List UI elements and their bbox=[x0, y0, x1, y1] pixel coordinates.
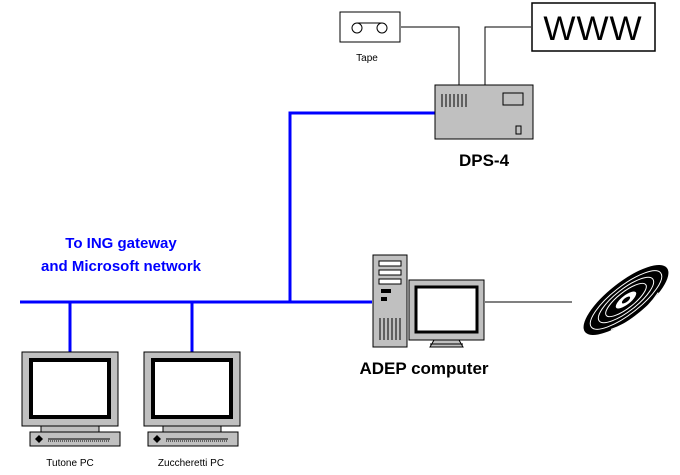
zuccheretti-label: Zuccheretti PC bbox=[158, 458, 224, 469]
tape-link bbox=[401, 26, 460, 85]
tape-cassette-icon bbox=[339, 11, 401, 43]
optical-disc-icon bbox=[583, 264, 669, 336]
network-lines bbox=[20, 111, 436, 352]
dps-label: DPS-4 bbox=[459, 151, 510, 170]
tape-label: Tape bbox=[356, 53, 378, 64]
tutone-label: Tutone PC bbox=[46, 458, 93, 469]
www-link bbox=[484, 26, 531, 85]
gateway-label-line1: To ING gateway bbox=[65, 235, 177, 252]
adep-label: ADEP computer bbox=[359, 359, 488, 378]
peripheral-links bbox=[401, 26, 572, 303]
dps-branch bbox=[288, 111, 436, 302]
desktop-pc-icon bbox=[143, 351, 241, 447]
tower-computer-icon bbox=[372, 254, 485, 348]
dps-device-icon bbox=[434, 84, 534, 140]
www-label: WWW bbox=[543, 10, 642, 48]
desktop-pc-icon bbox=[21, 351, 121, 447]
gateway-label-line2: and Microsoft network bbox=[41, 258, 202, 275]
www-box-icon bbox=[531, 2, 656, 52]
